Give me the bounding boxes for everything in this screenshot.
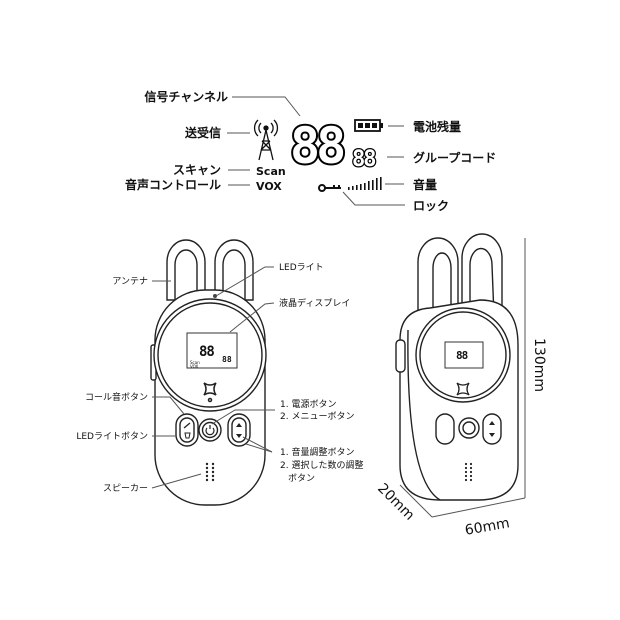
mini-lcd-digits: 88 (199, 344, 214, 360)
phone-icon (183, 422, 191, 429)
label-volume-button: 1. 音量調整ボタン (280, 446, 354, 458)
up-arrow-icon (236, 423, 242, 427)
label-battery: 電池残量 (413, 119, 461, 134)
lcd-screen (186, 332, 238, 369)
lcd-vox-text: VOX (256, 180, 282, 193)
down-arrow-icon (236, 434, 242, 438)
call-led-button[interactable] (175, 413, 199, 447)
leader-line (342, 191, 405, 206)
label-lcd-display: 液晶ディスプレイ (279, 297, 350, 309)
label-lock: ロック (413, 199, 449, 213)
call-led-button[interactable] (435, 413, 455, 445)
volume-bars-icon (348, 177, 382, 190)
power-icon (205, 425, 215, 436)
left-ear-antenna (166, 239, 206, 301)
mini-lcd-group: 88 (222, 355, 232, 364)
lcd-legend: 信号チャンネル 送受信 スキャン Scan 音声コントロール VOX 88 電池… (125, 89, 496, 213)
label-volume: 音量 (413, 177, 437, 192)
width-dimension: 60mm (464, 515, 511, 539)
label-call-tone-button: コール音ボタン (85, 391, 148, 403)
lcd-group-digits: 88 (352, 147, 375, 172)
front-view-device: 88 88 Scan VOX (150, 239, 267, 506)
mini-lcd-digits: 88 (456, 349, 468, 362)
label-scan: スキャン (173, 163, 221, 177)
volume-button[interactable] (482, 413, 502, 445)
battery-icon (354, 119, 383, 132)
antenna-tower-icon (253, 119, 279, 161)
front-view-labels: アンテナ LEDライト 液晶ディスプレイ コール音ボタン LEDライトボタン 1… (76, 262, 363, 494)
label-signal-channel: 信号チャンネル (144, 89, 228, 104)
speaker-grille (205, 462, 215, 482)
bulb-icon (184, 432, 191, 439)
side-view-device: 88 (395, 233, 519, 501)
power-button[interactable] (458, 417, 480, 439)
key-lock-icon (318, 184, 341, 192)
label-led-light: LEDライト (279, 262, 324, 273)
x-logo-icon (203, 382, 217, 403)
label-led-light-button: LEDライトボタン (76, 431, 148, 442)
label-speaker: スピーカー (103, 483, 148, 494)
label-menu-button: 2. メニューボタン (280, 411, 354, 422)
label-button: ボタン (288, 473, 315, 484)
label-number-adjust: 2. 選択した数の調整 (280, 459, 363, 471)
label-group-code: グループコード (413, 150, 496, 165)
volume-button[interactable] (227, 413, 251, 447)
side-button[interactable] (395, 339, 406, 373)
lcd-scan-text: Scan (256, 165, 286, 178)
label-transmit-receive: 送受信 (184, 125, 221, 140)
lcd-channel-digits: 88 (290, 117, 343, 175)
label-voice-control: 音声コントロール (125, 177, 221, 192)
power-button[interactable] (198, 418, 222, 442)
mini-lcd-vox: VOX (190, 364, 199, 369)
label-antenna: アンテナ (112, 276, 148, 287)
x-logo-icon (456, 382, 470, 396)
right-ear-antenna (214, 239, 254, 301)
mini-lcd-scan: Scan (190, 360, 200, 365)
leader-line (232, 96, 301, 117)
height-dimension: 130mm (531, 338, 547, 392)
led-light (213, 294, 217, 298)
label-power-button: 1. 電源ボタン (280, 399, 336, 410)
